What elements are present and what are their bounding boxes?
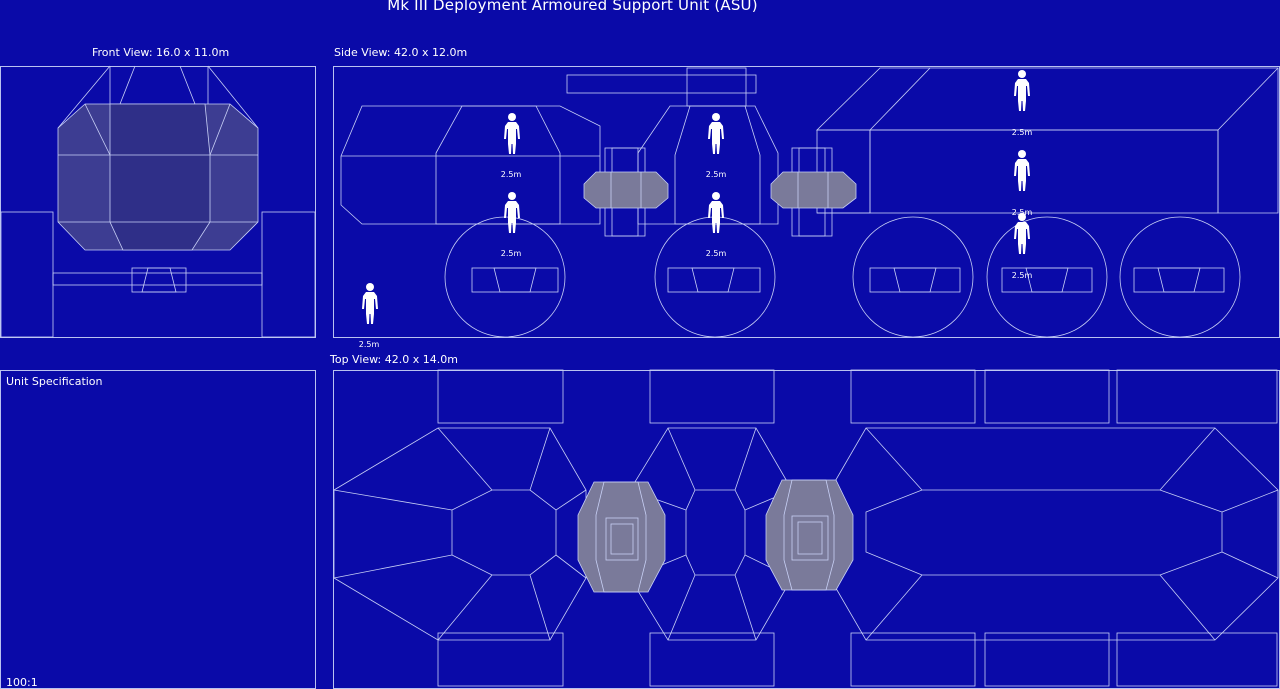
top-view-label: Top View: 42.0 x 14.0m [330, 353, 458, 366]
human-scale-label: 2.5m [1012, 128, 1033, 137]
human-scale-label: 2.5m [1012, 271, 1033, 280]
human-scale-label: 2.5m [359, 340, 380, 349]
top-view-drawing [333, 369, 1279, 687]
spec-panel-title: Unit Specification [6, 375, 103, 388]
side-view-drawing [340, 67, 1279, 338]
human-scale-label: 2.5m [706, 249, 727, 258]
human-scale-label: 2.5m [501, 249, 522, 258]
front-view-panel [0, 66, 316, 338]
front-view-drawing [0, 65, 316, 338]
human-scale-label: 2.5m [501, 170, 522, 179]
human-scale-label: 2.5m [706, 170, 727, 179]
human-scale-label: 2.5m [1012, 208, 1033, 217]
page-title: Mk III Deployment Armoured Support Unit … [387, 0, 758, 14]
front-view-label: Front View: 16.0 x 11.0m [92, 46, 230, 59]
side-view-label: Side View: 42.0 x 12.0m [334, 46, 468, 59]
scale-ratio: 100:1 [6, 676, 38, 689]
human-figure-icon [362, 70, 1030, 324]
